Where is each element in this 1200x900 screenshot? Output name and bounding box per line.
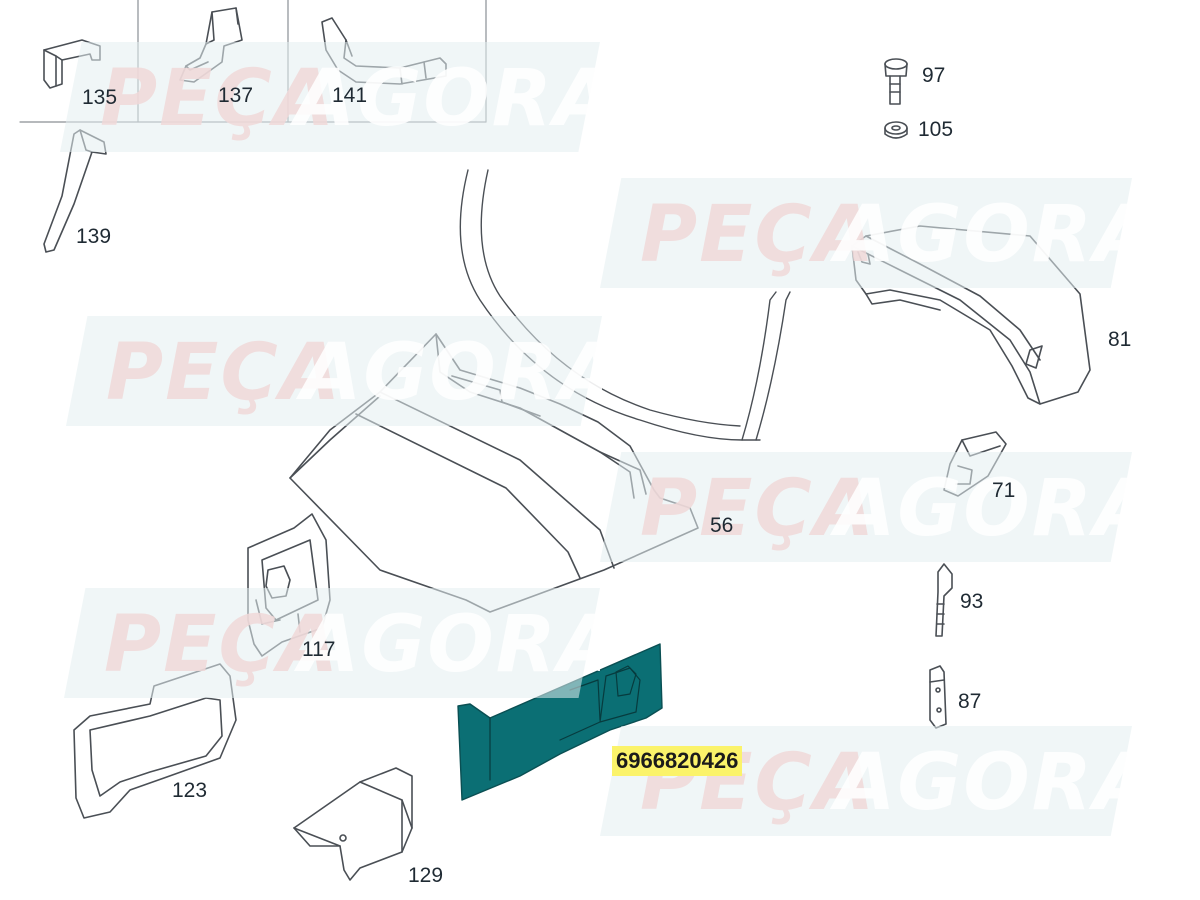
callout-137: 137 bbox=[218, 84, 254, 107]
watermark-word-1: PEÇA bbox=[104, 600, 341, 690]
watermark-word-1: PEÇA bbox=[640, 190, 877, 280]
callout-135: 135 bbox=[82, 86, 118, 109]
part-105-washer bbox=[884, 121, 908, 139]
callout-139: 139 bbox=[76, 225, 112, 248]
watermark-word-2: AGORA bbox=[835, 464, 1132, 554]
callout-87: 87 bbox=[958, 690, 982, 713]
part-129-panel bbox=[293, 767, 413, 881]
callout-105: 105 bbox=[918, 118, 954, 141]
watermark: PEÇA AGORA bbox=[600, 178, 1132, 288]
callout-123: 123 bbox=[172, 779, 208, 802]
watermark-word-2: AGORA bbox=[295, 54, 600, 144]
watermark: PEÇA AGORA bbox=[66, 316, 602, 426]
watermark: PEÇA AGORA bbox=[64, 588, 600, 698]
callout-117: 117 bbox=[302, 638, 336, 661]
callout-93: 93 bbox=[960, 590, 984, 613]
watermark: PEÇA AGORA bbox=[600, 452, 1132, 562]
watermark: PEÇA AGORA bbox=[60, 42, 600, 152]
callout-81: 81 bbox=[1108, 328, 1132, 351]
callout-129: 129 bbox=[408, 864, 444, 887]
highlighted-part-number: 6966820426 bbox=[612, 746, 743, 776]
callout-56: 56 bbox=[710, 514, 734, 537]
callout-97: 97 bbox=[922, 64, 946, 87]
watermark-word-2: AGORA bbox=[299, 600, 600, 690]
watermark: PEÇA AGORA bbox=[600, 726, 1132, 836]
watermark-word-1: PEÇA bbox=[106, 328, 343, 418]
watermark-word-1: PEÇA bbox=[100, 54, 337, 144]
watermark-word-1: PEÇA bbox=[640, 464, 877, 554]
watermark-word-2: AGORA bbox=[835, 190, 1132, 280]
part-93-hook bbox=[935, 563, 953, 637]
watermark-word-2: AGORA bbox=[301, 328, 602, 418]
part-97-bolt bbox=[884, 58, 908, 105]
callout-71: 71 bbox=[992, 479, 1016, 502]
part-87-bracket bbox=[929, 665, 947, 729]
callout-141: 141 bbox=[332, 84, 368, 107]
watermark-word-2: AGORA bbox=[835, 738, 1132, 828]
